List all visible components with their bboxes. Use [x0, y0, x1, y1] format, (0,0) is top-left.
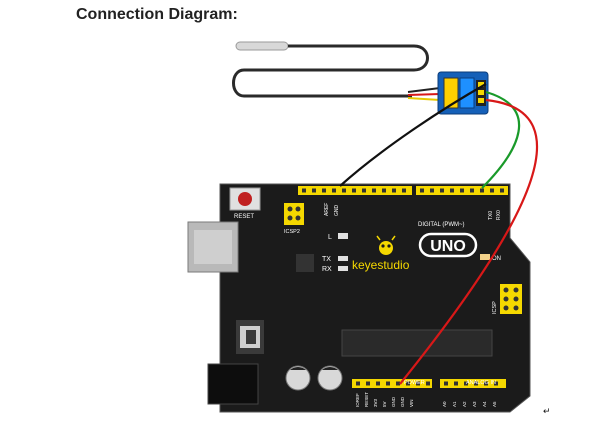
- header-pin: [474, 381, 478, 386]
- wire-power: [399, 98, 539, 385]
- gnd-top-label: GND: [334, 205, 340, 217]
- header-analog: [440, 379, 506, 388]
- header-pin: [450, 188, 454, 193]
- a2-label: A2: [462, 401, 467, 407]
- reset-pin-label: RESET: [364, 392, 369, 407]
- on-label: ON: [492, 256, 501, 262]
- gnd1-label: GND: [391, 396, 396, 407]
- header-pin: [352, 188, 356, 193]
- icsp-header: [500, 284, 522, 314]
- uno-label: UNO: [430, 238, 466, 255]
- header-pin: [464, 381, 468, 386]
- header-pin: [444, 381, 448, 386]
- icsp-label: ICSP: [492, 301, 498, 314]
- header-pin: [420, 188, 424, 193]
- sensor-module: [437, 71, 489, 115]
- wire-signal: [481, 90, 521, 189]
- a4-label: A4: [482, 401, 487, 407]
- icsp2-header: [284, 203, 304, 225]
- header-pin: [392, 188, 396, 193]
- header-pin: [470, 188, 474, 193]
- return-mark: ↵: [543, 406, 551, 416]
- header-pin: [416, 381, 420, 386]
- 3v3-label: 3V3: [373, 398, 378, 407]
- header-power: [352, 379, 432, 388]
- page-title: Connection Diagram:: [76, 6, 238, 23]
- header-pin: [490, 188, 494, 193]
- header-pin: [356, 381, 360, 386]
- header-pin: [322, 188, 326, 193]
- capacitor-right: [317, 365, 343, 391]
- header-pin: [372, 188, 376, 193]
- vin-label: VIN: [409, 399, 414, 407]
- header-pin: [402, 188, 406, 193]
- a5-label: A5: [492, 401, 497, 407]
- probe-lead-red: [407, 93, 441, 96]
- header-pin: [366, 381, 370, 386]
- dc-jack: [207, 363, 259, 405]
- analog-label: ANALOG IN: [466, 380, 496, 386]
- header-pin: [460, 188, 464, 193]
- header-pin: [426, 381, 430, 386]
- header-pin: [494, 381, 498, 386]
- header-pin: [430, 188, 434, 193]
- header-pin: [342, 188, 346, 193]
- header-pin: [382, 188, 386, 193]
- header-pin: [332, 188, 336, 193]
- a0-label: A0: [442, 401, 447, 407]
- rx0-label: RX0: [496, 210, 502, 220]
- header-pin: [312, 188, 316, 193]
- icsp2-label: ICSP2: [284, 229, 300, 235]
- header-pin: [386, 381, 390, 386]
- wire-ground: [339, 83, 487, 187]
- header-pin: [376, 381, 380, 386]
- header-pin: [484, 381, 488, 386]
- a3-label: A3: [472, 401, 477, 407]
- probe-lead-black: [407, 87, 441, 93]
- probe-lead-yellow: [407, 97, 441, 101]
- reset-label: RESET: [234, 214, 254, 220]
- header-pin: [302, 188, 306, 193]
- uno-logo: [418, 232, 478, 258]
- probe-tip: [235, 41, 289, 51]
- header-pin: [500, 188, 504, 193]
- usb-chip: [296, 254, 314, 272]
- header-pin: [362, 188, 366, 193]
- capacitor-left: [285, 365, 311, 391]
- gnd2-label: GND: [400, 396, 405, 407]
- header-pin: [454, 381, 458, 386]
- header-pin: [480, 188, 484, 193]
- digital-label: DIGITAL (PWM~): [418, 222, 465, 228]
- header-pin: [440, 188, 444, 193]
- power-label: POWER: [404, 380, 425, 386]
- l-led-label: L: [328, 234, 332, 241]
- keyestudio-logo: [376, 235, 396, 255]
- header-pin: [406, 381, 410, 386]
- 5v-label: 5V: [382, 401, 387, 407]
- aref-label: AREF: [324, 203, 330, 216]
- probe-cable: [232, 44, 429, 98]
- a1-label: A1: [452, 401, 457, 407]
- rx-label: RX: [322, 266, 332, 273]
- tx0-label: TX0: [488, 211, 494, 220]
- main-chip: [341, 329, 493, 357]
- brand-label: keyestudio: [352, 258, 410, 272]
- ioref-label: IOREF: [355, 393, 360, 407]
- arduino-board: RESET ICSP2 AREF GND DIGITAL (PWM~) TX0 …: [187, 183, 531, 413]
- header-pin: [396, 381, 400, 386]
- tx-label: TX: [322, 256, 331, 263]
